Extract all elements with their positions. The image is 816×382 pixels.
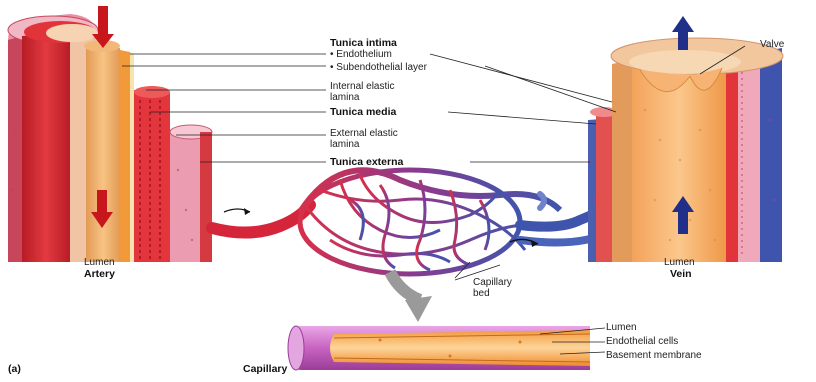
artery-flow-arrow-top-icon [98, 6, 108, 36]
label-subendothelial-layer: • Subendothelial layer [330, 62, 427, 73]
label-artery-lumen: Lumen [84, 257, 115, 268]
artery-flow-arrow-bottom-icon [97, 190, 107, 214]
vein-flow-arrow-top-icon [678, 30, 688, 50]
label-tunica-media: Tunica media [330, 107, 396, 118]
artery-illustration [8, 6, 212, 262]
label-external-elastic-lamina: External elastic lamina [330, 128, 410, 150]
vein-illustration [588, 16, 783, 262]
zoom-arrow-icon [390, 272, 432, 322]
label-basement-membrane: Basement membrane [606, 350, 702, 361]
vein-flow-arrow-bottom-icon [678, 210, 688, 234]
label-vein-lumen: Lumen [664, 257, 695, 268]
label-endothelial-cells: Endothelial cells [606, 336, 678, 347]
label-endothelium: • Endothelium [330, 49, 392, 60]
capillary-bed-illustration [212, 170, 615, 274]
label-artery: Artery [84, 269, 115, 280]
capillary-illustration [288, 326, 590, 370]
label-tunica-externa: Tunica externa [330, 157, 403, 168]
label-valve: Valve [760, 39, 784, 50]
label-capillary-bed: Capillary bed [473, 277, 513, 299]
label-panel-a: (a) [8, 364, 21, 375]
label-tunica-intima: Tunica intima [330, 38, 397, 49]
label-capillary-lumen: Lumen [606, 322, 637, 333]
label-internal-elastic-lamina: Internal elastic lamina [330, 81, 410, 103]
label-capillary: Capillary [243, 364, 287, 375]
label-vein: Vein [670, 269, 692, 280]
